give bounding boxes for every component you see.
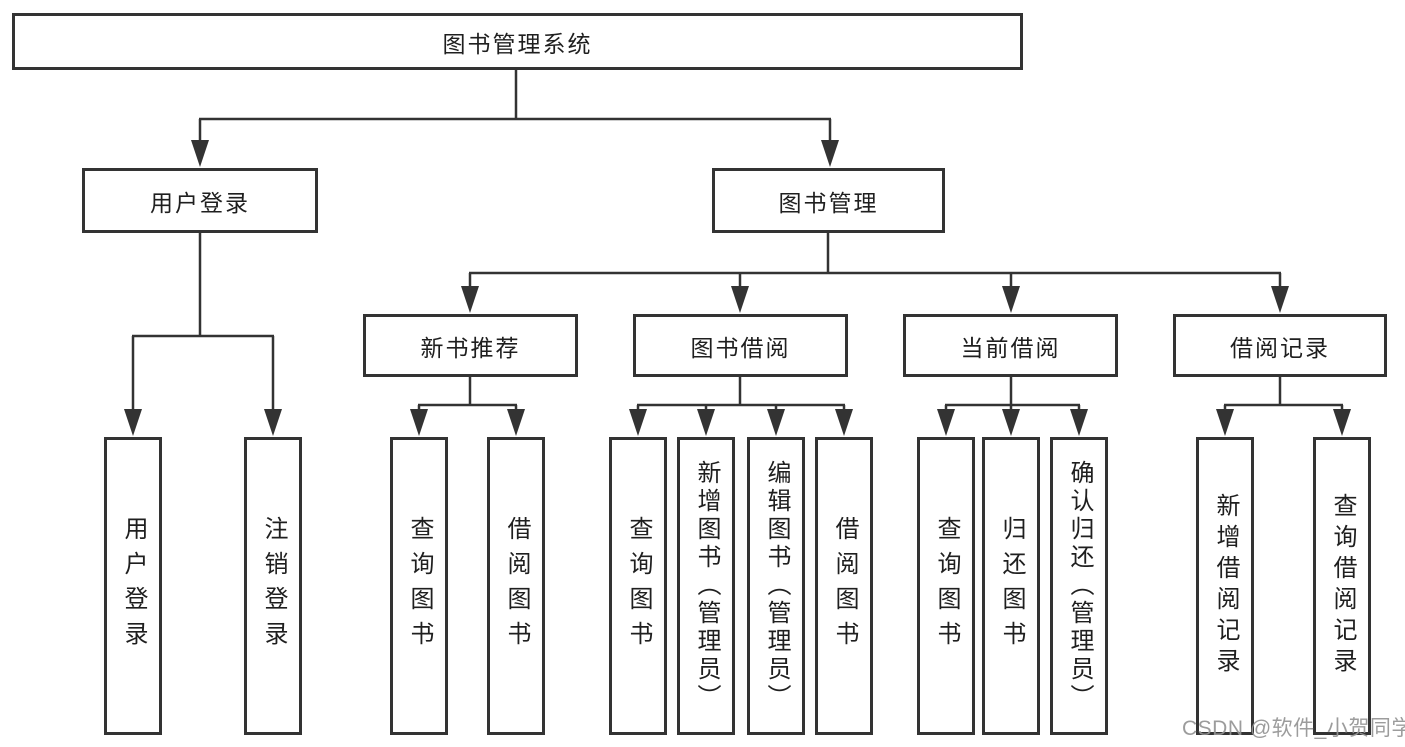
leaf-query-books-current: 查询图书 [917, 437, 975, 735]
leaf-add-borrow-record: 新增借阅记录 [1196, 437, 1254, 735]
leaf-label: 新增借阅记录 [1212, 493, 1239, 679]
leaf-label: 注销登录 [260, 516, 287, 656]
leaf-query-books-borrowing: 查询图书 [609, 437, 667, 735]
node-borrowing-records: 借阅记录 [1173, 314, 1387, 377]
leaf-edit-book-admin: 编辑图书（管理员） [747, 437, 805, 735]
leaf-add-book-admin: 新增图书（管理员） [677, 437, 735, 735]
node-user-login: 用户登录 [82, 168, 318, 233]
leaf-user-login: 用户登录 [104, 437, 162, 735]
leaf-label: 借阅图书 [831, 516, 858, 656]
node-label: 图书借阅 [690, 334, 791, 361]
leaf-query-books-recommend: 查询图书 [390, 437, 448, 735]
leaf-return-books: 归还图书 [982, 437, 1040, 735]
leaf-borrow-books-borrowing: 借阅图书 [815, 437, 873, 735]
leaf-label: 编辑图书（管理员） [763, 460, 790, 712]
leaf-label: 查询借阅记录 [1329, 493, 1356, 679]
node-current-borrowing: 当前借阅 [903, 314, 1118, 377]
leaf-label: 确认归还（管理员） [1066, 460, 1093, 712]
leaf-label: 查询图书 [933, 516, 960, 656]
node-label: 图书管理系统 [442, 30, 593, 57]
csdn-watermark: CSDN @软件_小贺同学 [1182, 717, 1405, 740]
leaf-label: 新增图书（管理员） [693, 460, 720, 712]
leaf-confirm-return-admin: 确认归还（管理员） [1050, 437, 1108, 735]
node-book-borrowing: 图书借阅 [633, 314, 848, 377]
node-label: 借阅记录 [1230, 334, 1330, 361]
node-label: 用户登录 [150, 189, 250, 216]
leaf-label: 查询图书 [406, 516, 433, 656]
node-label: 新书推荐 [420, 334, 521, 361]
node-label: 图书管理 [778, 189, 879, 216]
leaf-borrow-books-recommend: 借阅图书 [487, 437, 545, 735]
node-label: 当前借阅 [960, 334, 1061, 361]
leaf-label: 用户登录 [120, 516, 147, 656]
node-book-management: 图书管理 [712, 168, 945, 233]
node-library-management-system: 图书管理系统 [12, 13, 1023, 70]
leaf-logout: 注销登录 [244, 437, 302, 735]
leaf-label: 查询图书 [625, 516, 652, 656]
node-new-book-recommend: 新书推荐 [363, 314, 578, 377]
leaf-label: 归还图书 [998, 516, 1025, 656]
leaf-query-borrow-record: 查询借阅记录 [1313, 437, 1371, 735]
leaf-label: 借阅图书 [503, 516, 530, 656]
